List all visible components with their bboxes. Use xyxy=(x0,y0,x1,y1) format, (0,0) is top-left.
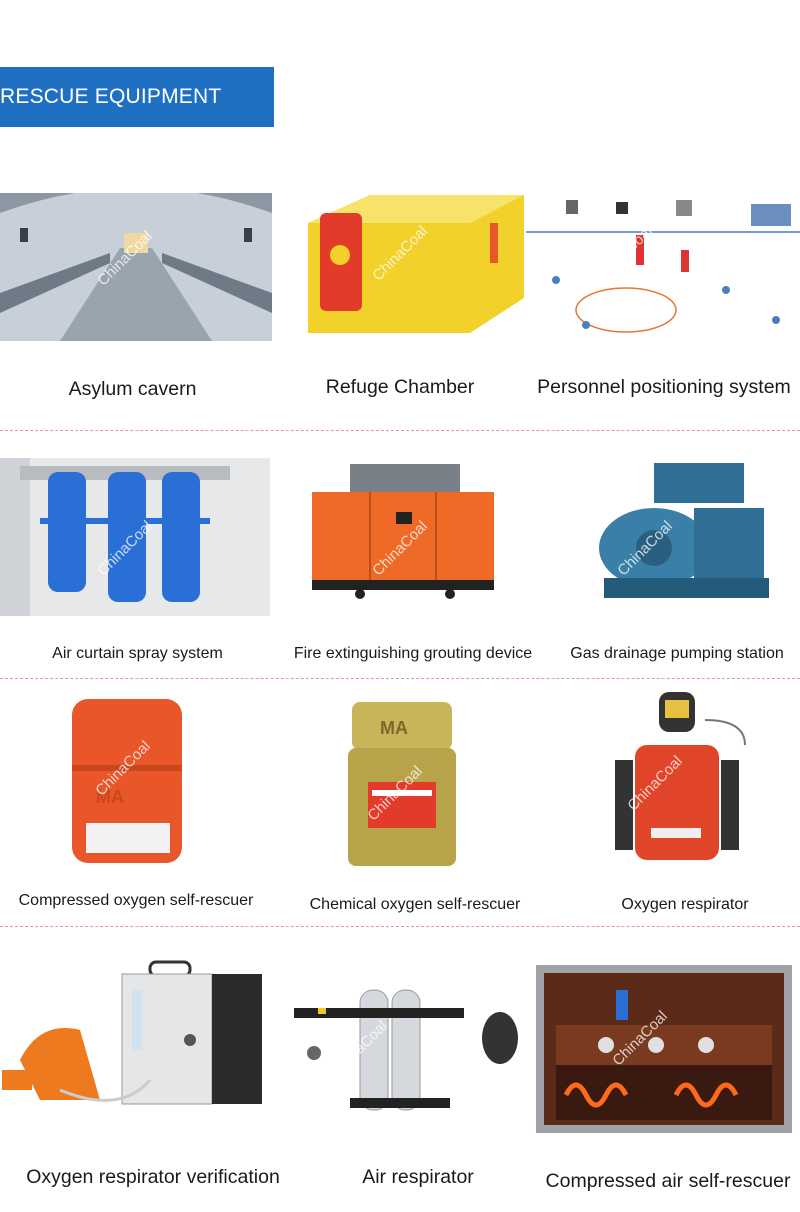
svg-text:MA: MA xyxy=(380,718,408,738)
item-label-3: Personnel positioning system xyxy=(537,376,791,398)
item-label-5: Fire extinguishing grouting device xyxy=(293,645,533,662)
row-divider xyxy=(0,430,800,431)
item-label-4: Air curtain spray system xyxy=(52,645,223,662)
verification-case-image[interactable] xyxy=(0,960,268,1120)
orange-cabinet-image[interactable] xyxy=(310,462,496,600)
respirator-backpack-image[interactable] xyxy=(595,690,755,865)
air-cabinet-image[interactable] xyxy=(536,965,792,1133)
row-divider xyxy=(0,678,800,679)
section-title: RESCUE EQUIPMENT xyxy=(0,85,222,108)
item-label-9: Oxygen respirator xyxy=(621,896,749,913)
item-label-1: Asylum cavern xyxy=(68,378,197,400)
svg-text:MA: MA xyxy=(96,787,124,807)
blue-pump-image[interactable] xyxy=(594,458,774,608)
item-label-12: Compressed air self-rescuer xyxy=(545,1170,791,1192)
network-diagram-image[interactable] xyxy=(526,190,800,350)
blue-filters-image[interactable] xyxy=(0,458,270,616)
refuge-chamber-image[interactable] xyxy=(300,193,524,341)
tunnel-image[interactable] xyxy=(0,193,272,341)
gold-rescuer-image[interactable]: MA xyxy=(344,698,460,870)
orange-rescuer-image[interactable]: MA xyxy=(66,695,188,867)
item-label-6: Gas drainage pumping station xyxy=(570,645,784,662)
item-label-11: Air respirator xyxy=(362,1166,474,1188)
item-label-8: Chemical oxygen self-rescuer xyxy=(309,896,521,913)
air-tanks-image[interactable] xyxy=(290,978,522,1128)
section-banner: RESCUE EQUIPMENT xyxy=(0,67,274,127)
item-label-10: Oxygen respirator verification xyxy=(26,1166,280,1188)
item-label-2: Refuge Chamber xyxy=(325,376,475,398)
item-label-7: Compressed oxygen self-rescuer xyxy=(18,892,254,909)
row-divider xyxy=(0,926,800,927)
